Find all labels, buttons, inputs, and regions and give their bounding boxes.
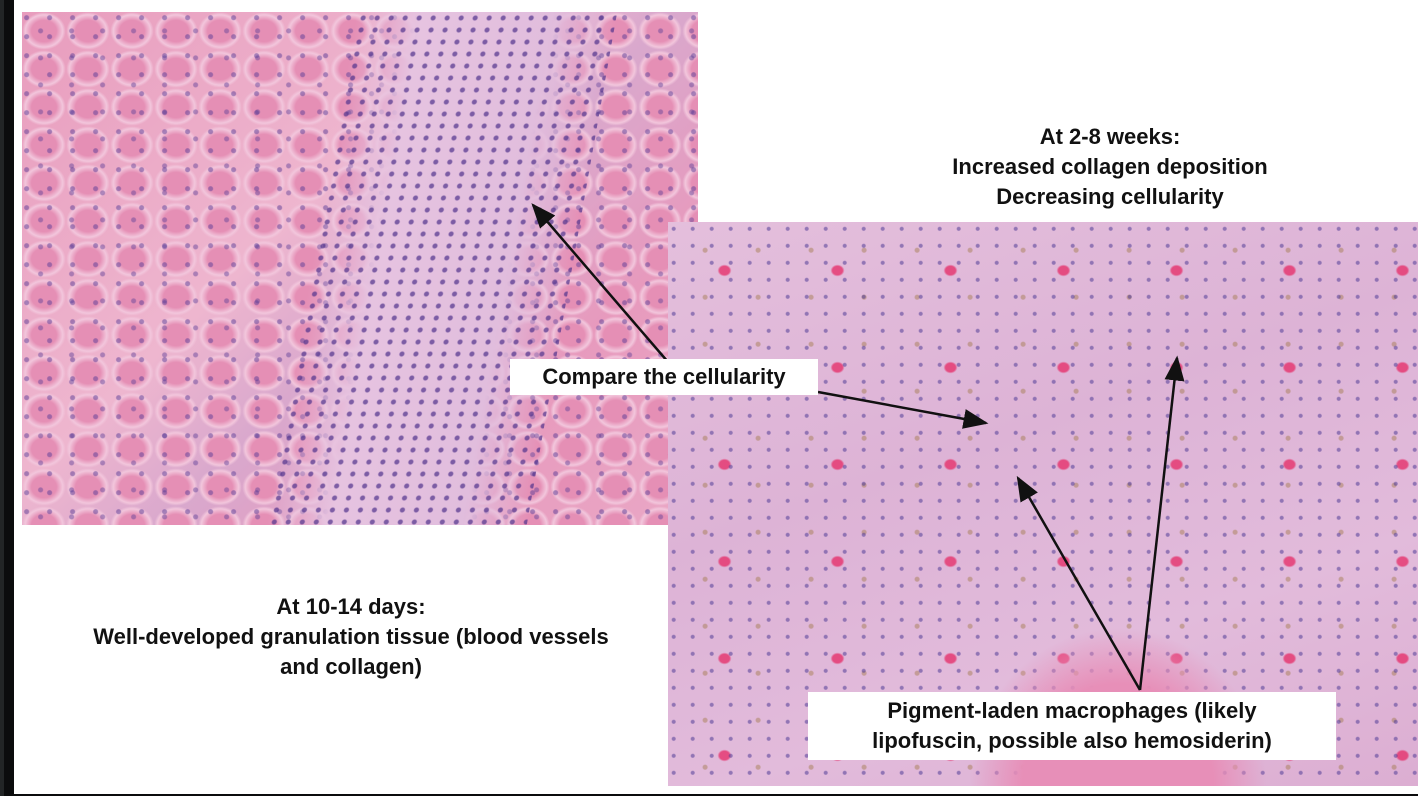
histology-image-10-14-days — [22, 12, 698, 525]
heading-line: At 10-14 days: — [276, 594, 426, 619]
heading-line: and collagen) — [280, 654, 422, 679]
label-compare-cellularity: Compare the cellularity — [510, 359, 818, 395]
label-line: Pigment-laden macrophages (likely — [887, 698, 1257, 723]
heading-2-8-weeks: At 2-8 weeks: Increased collagen deposit… — [880, 122, 1340, 212]
heading-line: Well-developed granulation tissue (blood… — [93, 624, 609, 649]
label-pigment-macrophages: Pigment-laden macrophages (likely lipofu… — [808, 692, 1336, 760]
heading-line: At 2-8 weeks: — [1039, 124, 1181, 149]
granulation-tissue-region — [266, 12, 618, 525]
heading-line: Increased collagen deposition — [952, 154, 1268, 179]
heading-line: Decreasing cellularity — [996, 184, 1224, 209]
heading-10-14-days: At 10-14 days: Well-developed granulatio… — [28, 592, 674, 682]
label-line: lipofuscin, possible also hemosiderin) — [872, 728, 1272, 753]
window-edge — [0, 0, 4, 796]
